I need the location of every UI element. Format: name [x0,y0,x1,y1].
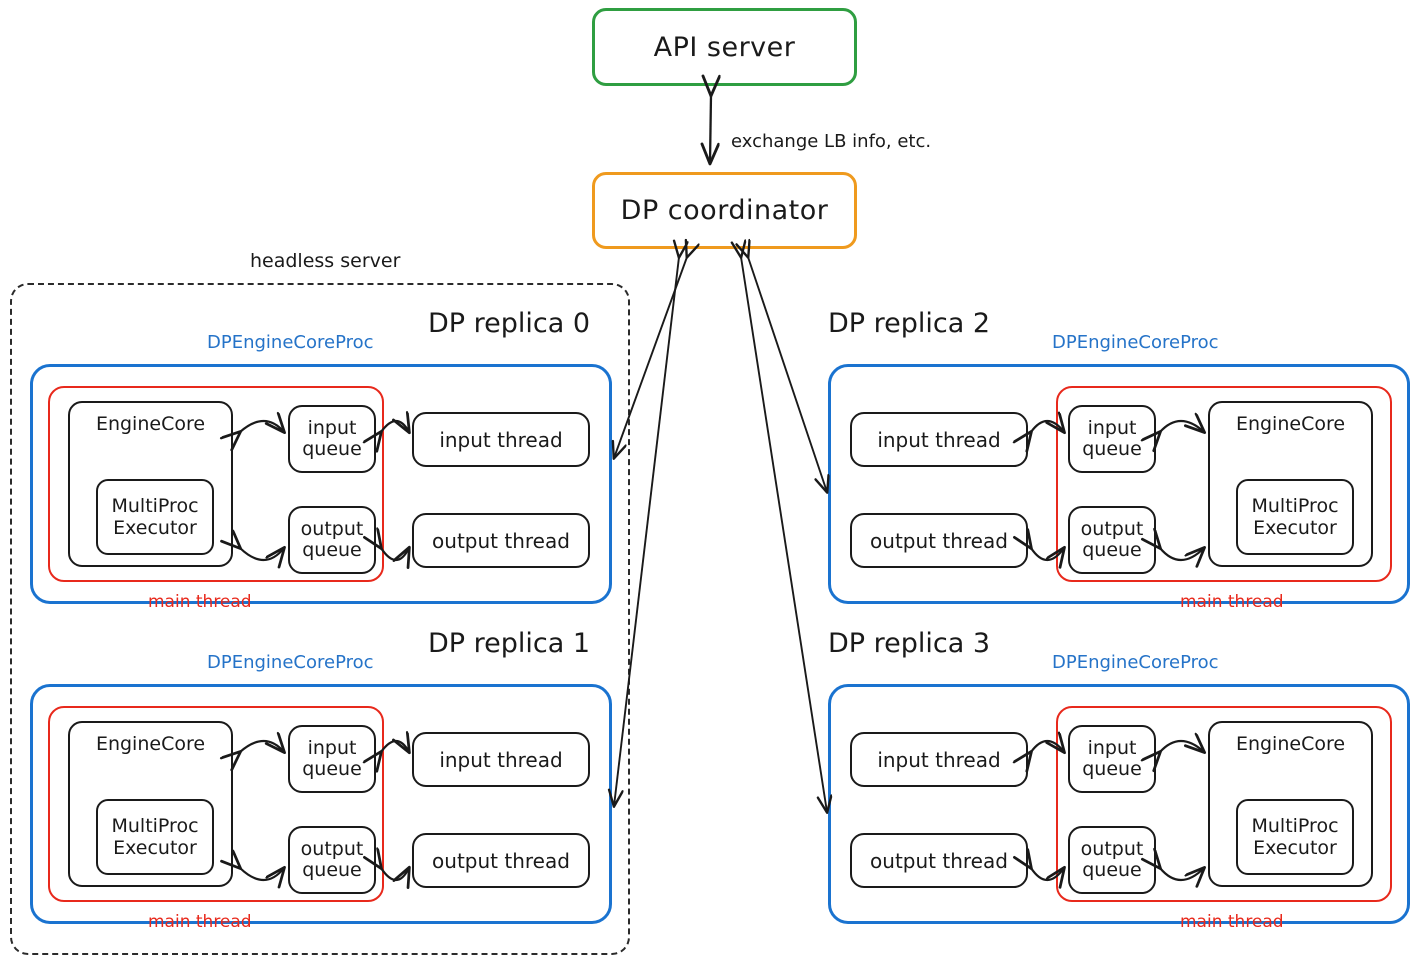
dp-coordinator-node[interactable]: DP coordinator [592,172,857,249]
replica-1-multiproc-executor[interactable]: MultiProc Executor [96,799,214,875]
arrow-coordinator-replica-2 [748,257,827,492]
replica-3-title: DP replica 3 [828,628,991,659]
replica-0-output-thread[interactable]: output thread [412,513,590,568]
arrow-coordinator-replica-3 [741,257,827,812]
exchange-lb-info-label: exchange LB info, etc. [731,131,932,152]
replica-1-multiproc-executor-label: MultiProc Executor [111,814,199,859]
replica-3-multiproc-executor-label: MultiProc Executor [1251,814,1339,859]
replica-3-proc-label: DPEngineCoreProc [1052,652,1219,673]
replica-1-engine-core-label: EngineCore [95,733,206,755]
replica-3-output-thread[interactable]: output thread [850,833,1028,888]
replica-0-proc-label: DPEngineCoreProc [207,332,374,353]
replica-0-title: DP replica 0 [428,308,591,339]
replica-2-multiproc-executor[interactable]: MultiProc Executor [1236,479,1354,555]
replica-0-main-thread-frame [48,386,384,582]
replica-1-main-thread-label: main thread [148,912,252,932]
replica-2-title: DP replica 2 [828,308,991,339]
replica-1-title: DP replica 1 [428,628,591,659]
api-server-label: API server [653,31,796,63]
replica-0-multiproc-executor[interactable]: MultiProc Executor [96,479,214,555]
replica-0-engine-core[interactable]: EngineCore MultiProc Executor [68,401,233,567]
replica-2-output-thread[interactable]: output thread [850,513,1028,568]
replica-1-engine-core[interactable]: EngineCore MultiProc Executor [68,721,233,887]
replica-3-main-thread-label: main thread [1180,912,1284,932]
replica-2-engine-core-label: EngineCore [1235,413,1346,435]
replica-3-main-thread-frame [1056,706,1392,902]
replica-3-engine-core-label: EngineCore [1235,733,1346,755]
replica-3-engine-core[interactable]: EngineCore MultiProc Executor [1208,721,1373,887]
replica-1-output-thread[interactable]: output thread [412,833,590,888]
replica-0-multiproc-executor-label: MultiProc Executor [111,494,199,539]
api-server-node[interactable]: API server [592,8,857,86]
headless-server-label: headless server [250,250,401,272]
replica-2-input-thread[interactable]: input thread [850,412,1028,467]
dp-coordinator-label: DP coordinator [620,195,829,226]
replica-0-input-thread[interactable]: input thread [412,412,590,467]
replica-1-input-thread[interactable]: input thread [412,732,590,787]
replica-1-main-thread-frame [48,706,384,902]
replica-0-main-thread-label: main thread [148,592,252,612]
arrow-api-coordinator [710,95,711,163]
replica-2-main-thread-label: main thread [1180,592,1284,612]
replica-2-multiproc-executor-label: MultiProc Executor [1251,494,1339,539]
replica-3-input-thread[interactable]: input thread [850,732,1028,787]
replica-2-engine-core[interactable]: EngineCore MultiProc Executor [1208,401,1373,567]
replica-2-main-thread-frame [1056,386,1392,582]
replica-1-proc-label: DPEngineCoreProc [207,652,374,673]
replica-3-multiproc-executor[interactable]: MultiProc Executor [1236,799,1354,875]
replica-2-proc-label: DPEngineCoreProc [1052,332,1219,353]
replica-0-engine-core-label: EngineCore [95,413,206,435]
